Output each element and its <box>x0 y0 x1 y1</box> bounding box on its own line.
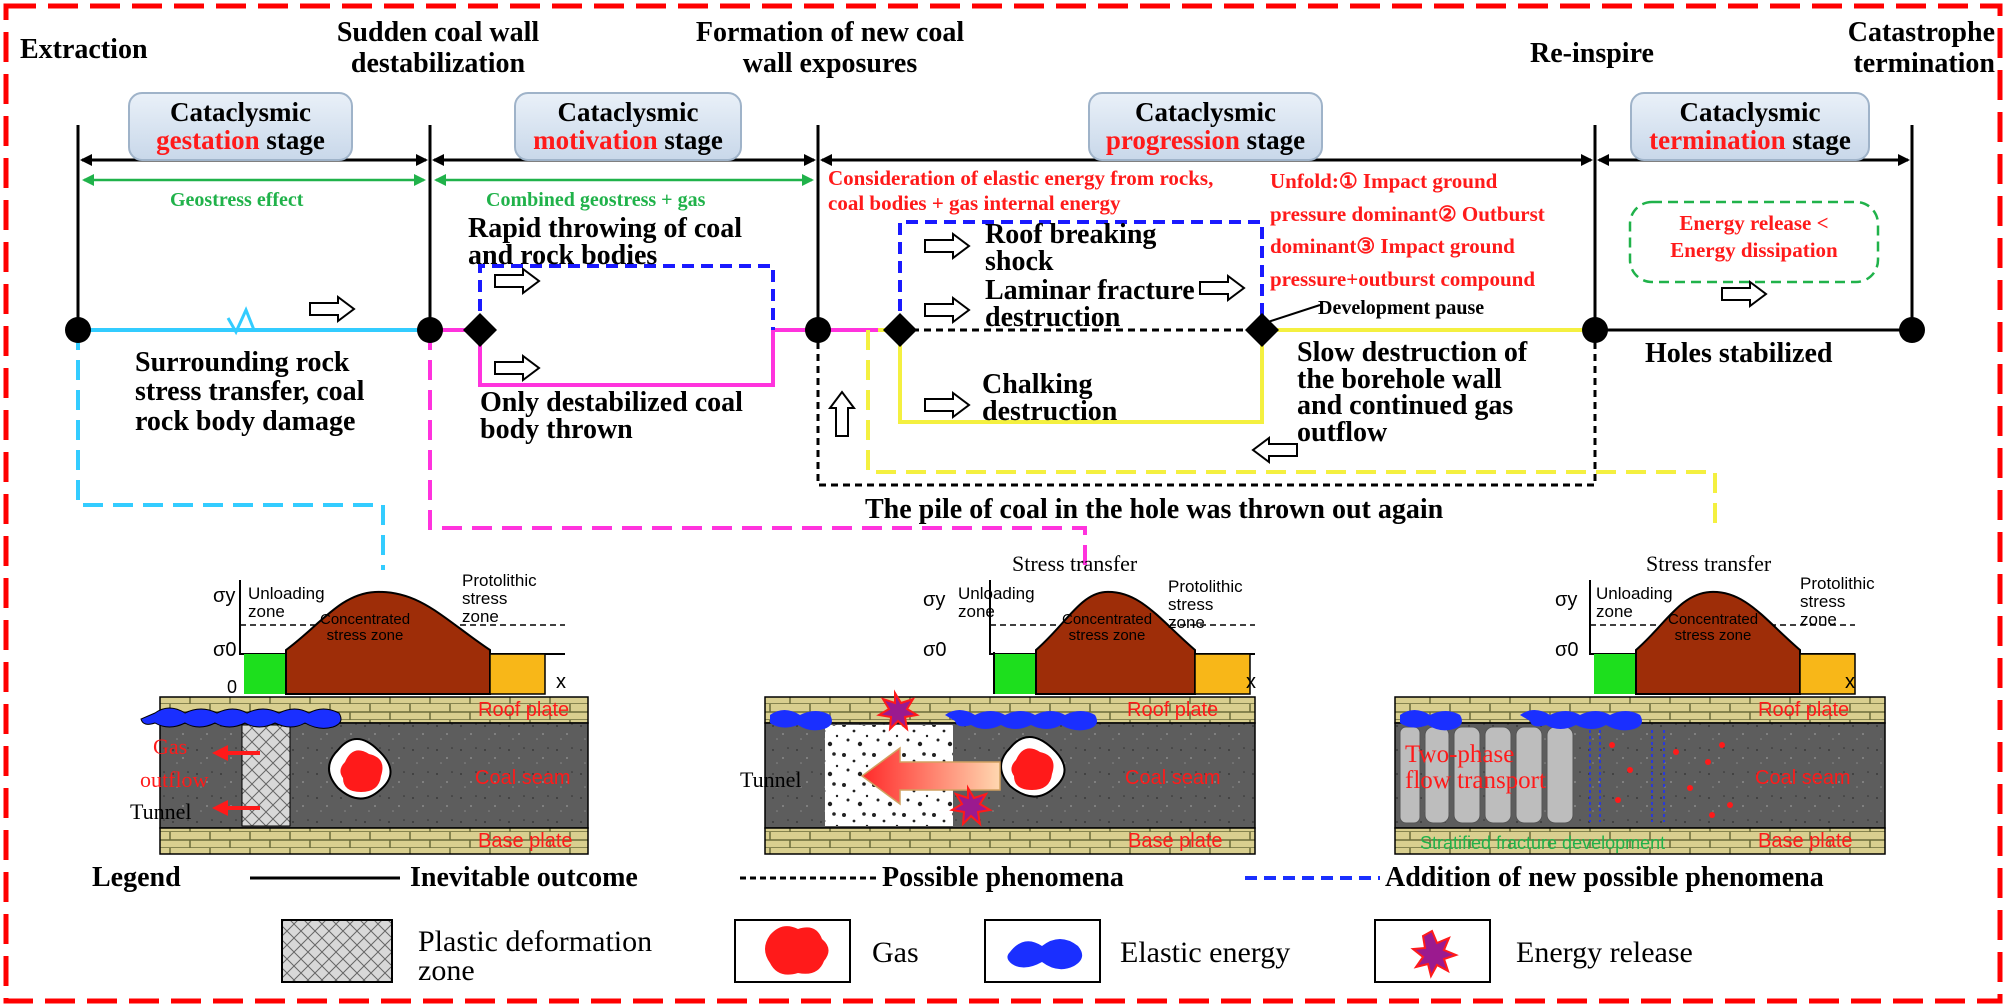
p3-stratified: Stratified fracture development <box>1420 833 1666 853</box>
p2-roof: Roof plate <box>1127 699 1219 721</box>
development-pause-label: Development pause <box>1318 297 1485 319</box>
legend-inevitable: Inevitable outcome <box>410 862 638 893</box>
panel-3 <box>1394 580 1886 855</box>
elastic-energy-note: Consideration of elastic energy from roc… <box>828 166 1214 216</box>
p2-sigma-y: σy <box>923 589 946 611</box>
only-destabilized-label: Only destabilized coal body thrown <box>480 387 743 445</box>
milestone-termination: Catastrophe termination <box>1847 17 1995 79</box>
laminar-fracture-label: Laminar fracture destruction <box>985 275 1195 333</box>
link-panel-1 <box>76 330 385 570</box>
p1-gas: Gas <box>153 734 188 759</box>
legend-possible: Possible phenomena <box>882 862 1124 893</box>
p2-sigma-0: σ0 <box>923 639 947 661</box>
p1-base: Base plate <box>478 830 573 852</box>
panel-2 <box>764 580 1256 855</box>
stage-termination-word: termination <box>1649 125 1786 156</box>
p3-coal: Coal seam <box>1755 767 1851 789</box>
stage-gestation: Cataclysmic gestation stage <box>128 92 353 161</box>
legend-new-possible: Addition of new possible phenomena <box>1385 862 1824 893</box>
p2-x-axis: x <box>1246 671 1256 693</box>
legend-elastic: Elastic energy <box>1120 936 1291 969</box>
geostress-effect: Geostress effect <box>170 189 304 211</box>
new-possible-path-2 <box>898 220 1264 330</box>
timeline-nodes <box>65 313 1925 347</box>
stage-gestation-word: gestation <box>156 125 260 156</box>
p1-sigma-0: σ0 <box>213 639 237 661</box>
p1-roof: Roof plate <box>478 699 570 721</box>
p2-coal: Coal seam <box>1125 767 1221 789</box>
link-panel-2 <box>428 330 1087 570</box>
unfold-note: Unfold:① Impact ground pressure dominant… <box>1270 169 1545 291</box>
pile-thrown-label: The pile of coal in the hole was thrown … <box>865 494 1444 525</box>
stage-termination: Cataclysmic termination stage <box>1630 92 1870 161</box>
p2-stress-transfer: Stress transfer <box>1012 551 1138 576</box>
holes-stabilized-label: Holes stabilized <box>1645 338 1833 369</box>
hollow-arrows <box>309 232 1768 464</box>
surrounding-rock-label: Surrounding rock stress transfer, coal r… <box>135 347 365 437</box>
milestone-reinspire: Re-inspire <box>1530 38 1654 69</box>
p1-coal: Coal seam <box>475 767 571 789</box>
p1-sigma-y: σy <box>213 585 236 607</box>
roof-breaking-label: Roof breaking shock <box>985 219 1157 277</box>
new-possible-path-1 <box>478 264 775 330</box>
stage-dividers <box>76 125 1914 330</box>
p1-tunnel: Tunnel <box>130 799 192 824</box>
p3-sigma-y: σy <box>1555 589 1578 611</box>
rapid-throwing-label: Rapid throwing of coal and rock bodies <box>468 213 743 271</box>
energy-release-note: Energy release < Energy dissipation <box>1670 211 1838 263</box>
legend-plastic-box <box>281 919 393 983</box>
legend-title: Legend <box>92 862 181 893</box>
panel-1 <box>140 580 589 855</box>
p3-sigma-0: σ0 <box>1555 639 1579 661</box>
p3-x-axis: x <box>1845 671 1855 693</box>
p1-origin: 0 <box>227 677 238 697</box>
combined-effect: Combined geostress + gas <box>486 189 706 211</box>
p3-base: Base plate <box>1758 830 1853 852</box>
legend-energy-icon <box>1410 929 1459 979</box>
legend-gas: Gas <box>872 936 919 969</box>
legend-elastic-icon <box>1007 939 1083 970</box>
milestone-sudden-wall: Sudden coal wall destabilization <box>336 17 540 79</box>
p3-stress-transfer: Stress transfer <box>1646 551 1772 576</box>
p3-roof: Roof plate <box>1758 699 1850 721</box>
stage-progression-word: progression <box>1105 125 1240 156</box>
p1-x-axis: x <box>556 671 566 693</box>
milestone-extraction: Extraction <box>20 34 148 65</box>
outer-frame <box>3 3 2003 1004</box>
energy-box <box>1628 200 1880 284</box>
rethrow-black <box>816 330 1597 487</box>
milestone-new-wall: Formation of new coal wall exposures <box>695 17 965 79</box>
p2-base: Base plate <box>1128 830 1223 852</box>
stage-motivation: Cataclysmic motivation stage <box>514 92 742 161</box>
stage-motivation-word: motivation <box>533 125 658 156</box>
chalking-label: Chalking destruction <box>982 369 1118 427</box>
stage-progression: Cataclysmic progression stage <box>1088 92 1323 161</box>
rethrow-yellow <box>866 330 1717 530</box>
legend-energy-release: Energy release <box>1516 936 1693 969</box>
p1-outflow: outflow <box>140 767 209 792</box>
slow-destruction-label: Slow destruction of the borehole wall an… <box>1297 337 1528 448</box>
p2-tunnel: Tunnel <box>740 767 802 792</box>
legend-gas-icon <box>765 926 829 975</box>
motivation-path <box>478 328 818 387</box>
